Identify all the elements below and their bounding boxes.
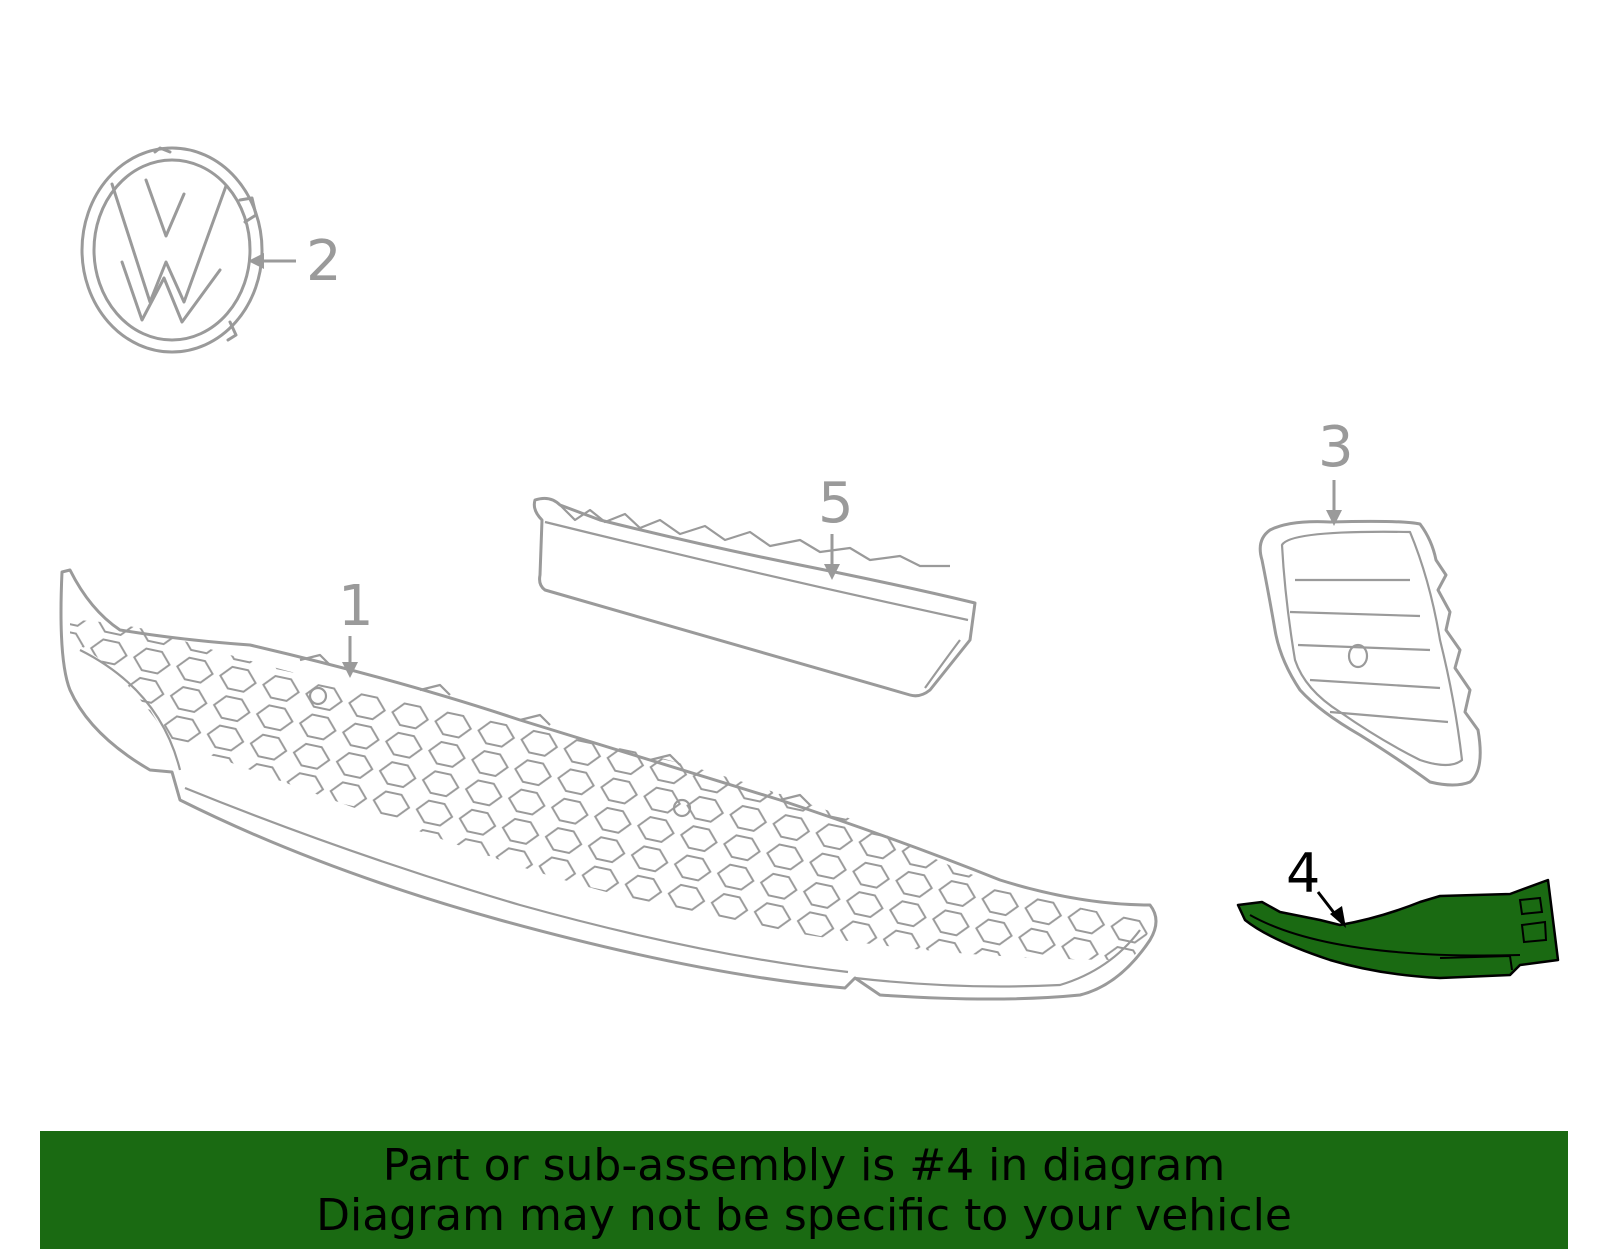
svg-text:2: 2 [306, 229, 342, 294]
svg-text:1: 1 [338, 574, 374, 639]
molding-part-5 [532, 496, 977, 698]
callout-3: 3 [1318, 415, 1354, 526]
parts-diagram: 1 2 3 4 5 [59, 146, 1560, 1001]
info-banner: Part or sub-assembly is #4 in diagram Di… [40, 1131, 1568, 1249]
callout-4: 4 [1286, 842, 1346, 928]
banner-line-part-info: Part or sub-assembly is #4 in diagram [382, 1140, 1226, 1191]
bracket-part-4 [1236, 878, 1560, 980]
callout-2: 2 [248, 229, 342, 294]
svg-text:5: 5 [818, 471, 854, 536]
lower-grille-part-1 [59, 568, 1158, 1001]
callout-5: 5 [818, 471, 854, 580]
bezel-part-3 [1258, 519, 1482, 787]
svg-text:3: 3 [1318, 415, 1354, 480]
banner-line-disclaimer: Diagram may not be specific to your vehi… [316, 1190, 1292, 1241]
emblem-part-2 [80, 146, 264, 354]
callout-1: 1 [338, 574, 374, 678]
svg-text:4: 4 [1286, 842, 1320, 905]
